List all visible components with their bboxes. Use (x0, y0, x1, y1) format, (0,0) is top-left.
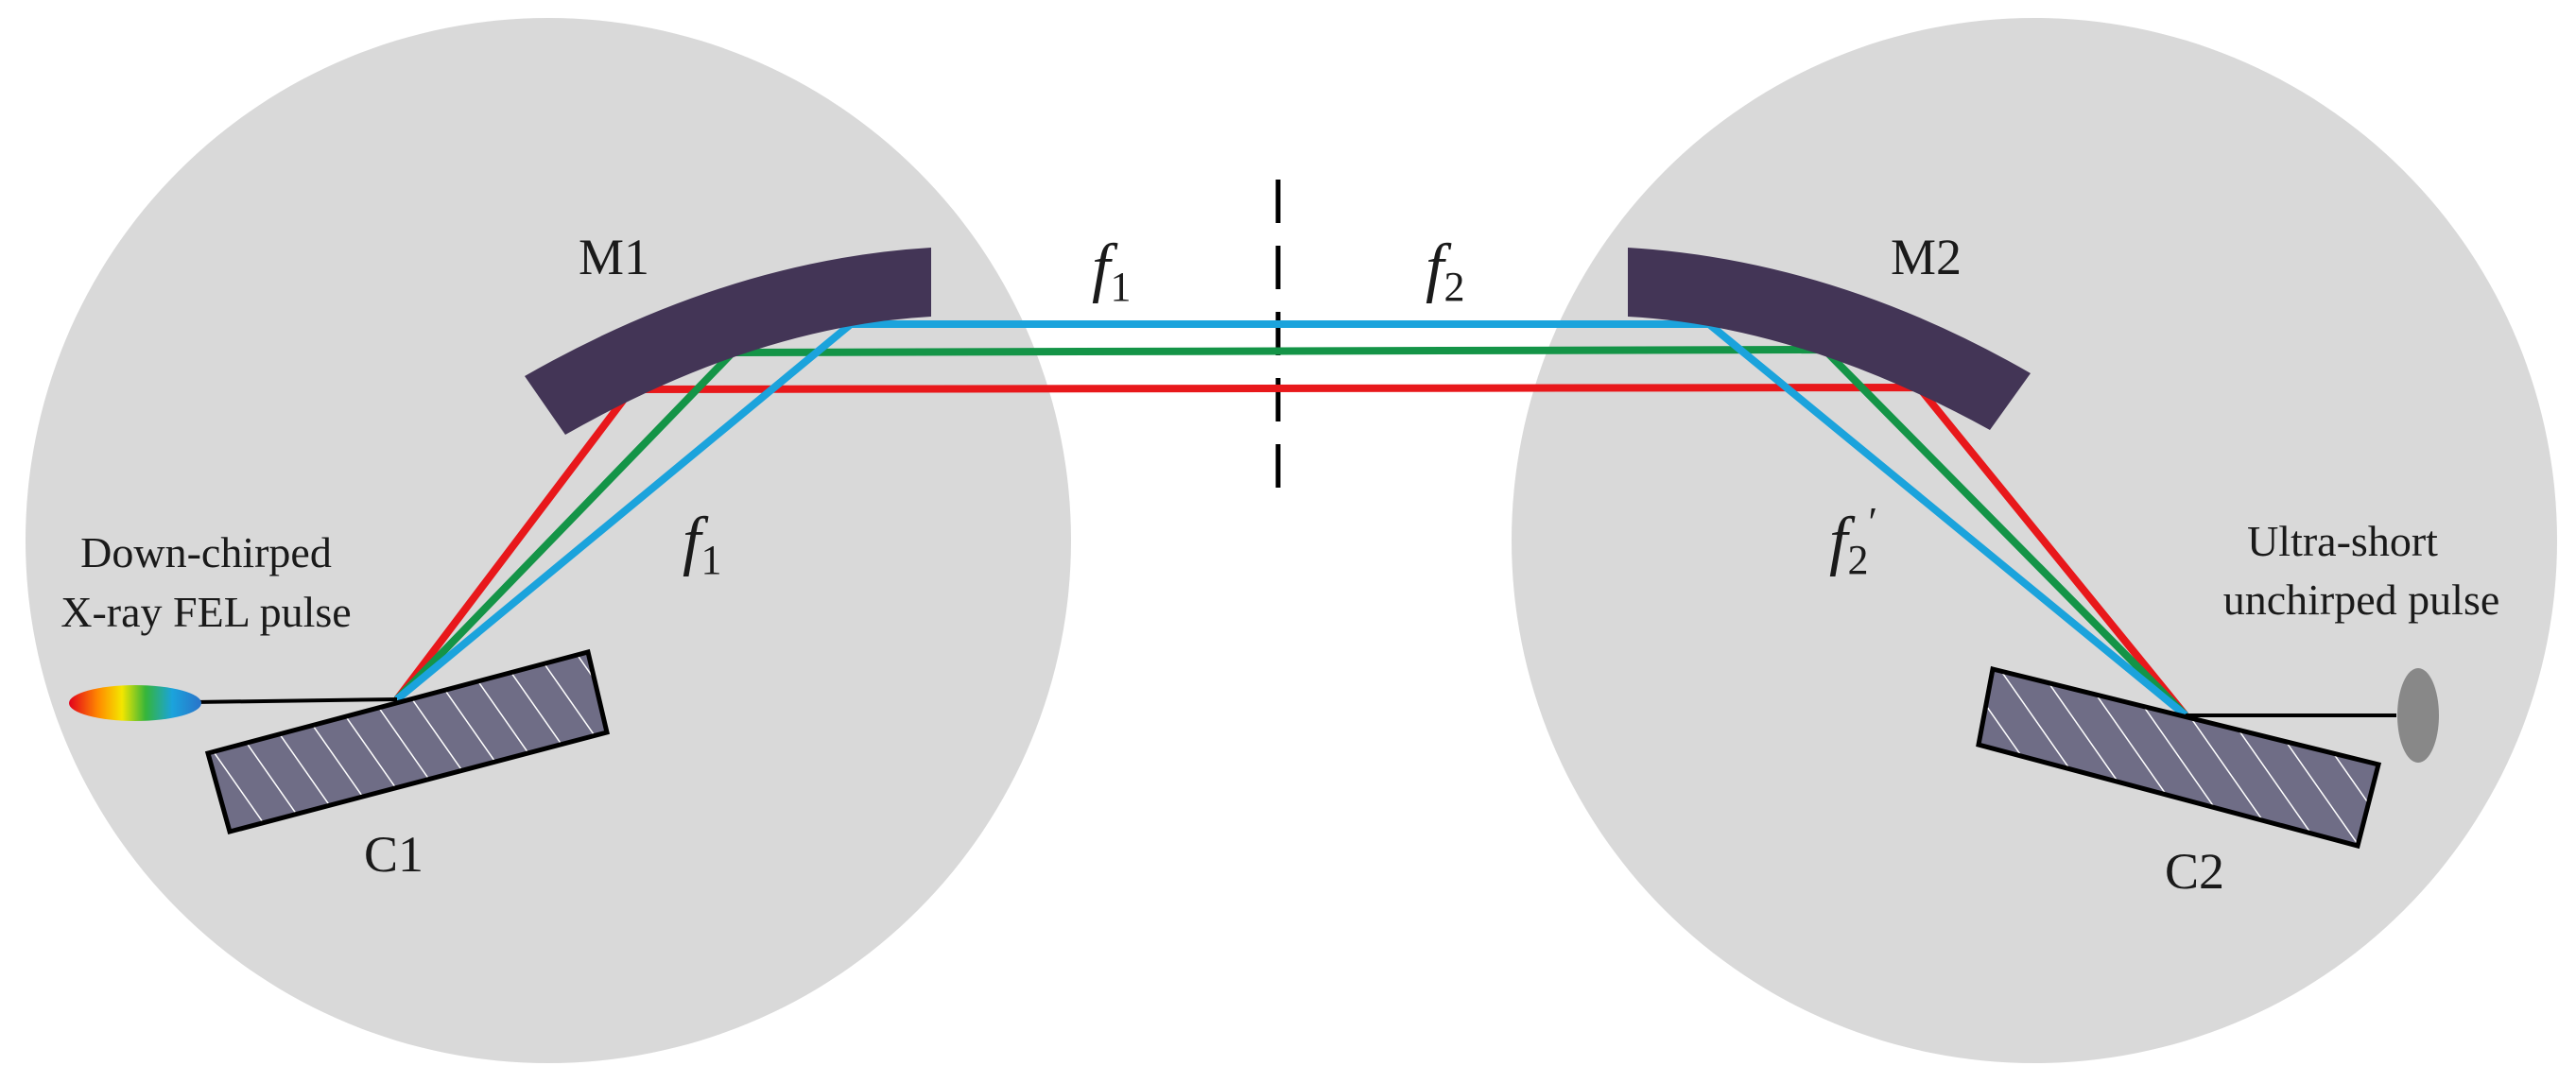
label-m2: M2 (1891, 229, 1962, 285)
mirror-m2 (1628, 248, 2031, 430)
crystal-c2 (1976, 665, 2382, 850)
chirped-pulse-icon (69, 685, 201, 721)
input-description-line2: X-ray FEL pulse (61, 588, 351, 636)
input-pulse-line (193, 697, 398, 704)
crystal-c1 (204, 648, 610, 835)
input-description-line1: Down-chirped (80, 528, 332, 576)
unchirped-pulse-icon (2397, 668, 2439, 763)
focal-label-top-right: f2 (1426, 232, 1464, 310)
mirror-m1 (525, 248, 931, 435)
label-c1: C1 (364, 826, 424, 883)
beam-blue (394, 320, 2188, 719)
output-description-line2: unchirped pulse (2223, 576, 2500, 624)
focal-label-top-left: f1 (1092, 232, 1131, 310)
beam-red (393, 384, 2189, 718)
label-c2: C2 (2165, 843, 2224, 900)
beam-green (394, 346, 2188, 718)
label-m1: M1 (579, 229, 649, 285)
output-description-line1: Ultra-short (2247, 517, 2438, 565)
focal-label-left: f1 (683, 505, 721, 583)
